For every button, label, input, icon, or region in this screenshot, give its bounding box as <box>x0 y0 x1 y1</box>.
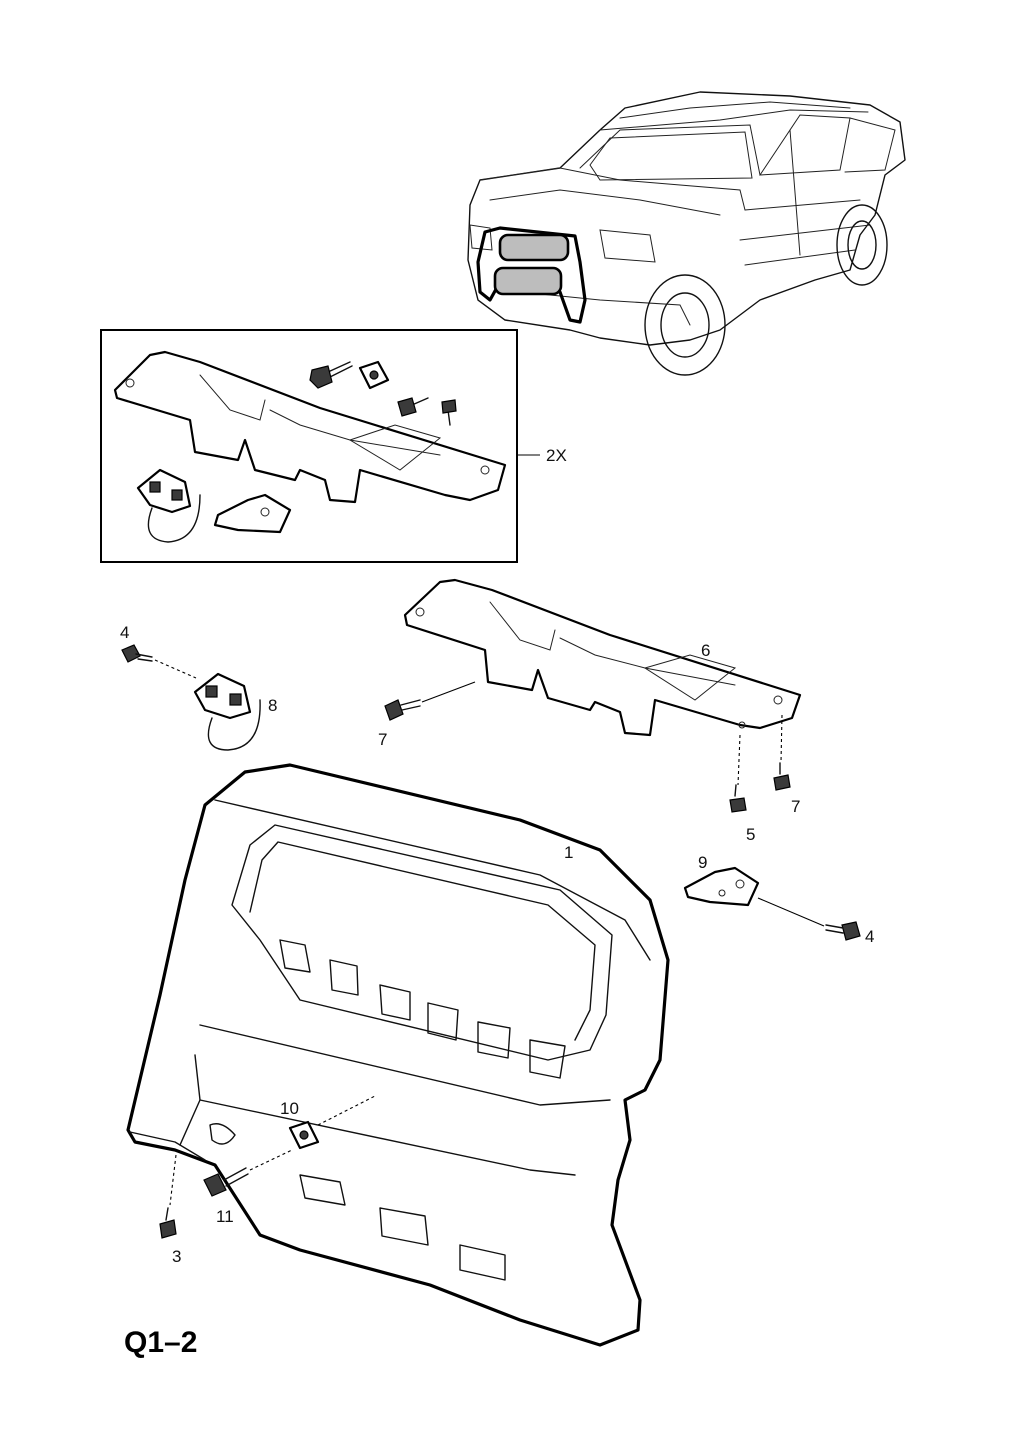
bolt-5 <box>729 784 747 813</box>
leader-11 <box>249 1149 293 1171</box>
callout-1: 1 <box>564 843 573 862</box>
callout-7-left: 7 <box>378 730 387 749</box>
bull-bar-1 <box>126 763 670 1347</box>
callout-6: 6 <box>701 641 710 660</box>
bracket-8 <box>193 672 261 751</box>
leader-4-right <box>757 897 825 927</box>
kit-bracket-right <box>213 493 292 534</box>
bolt-11 <box>203 1167 249 1197</box>
bracket-9 <box>683 866 760 907</box>
leader-10 <box>317 1095 376 1126</box>
bolt-3 <box>159 1207 177 1239</box>
callout-11: 11 <box>216 1207 234 1226</box>
callout-5: 5 <box>746 825 755 844</box>
leader-3 <box>169 1154 177 1206</box>
callout-3: 3 <box>172 1247 181 1266</box>
callout-7-right: 7 <box>791 797 800 816</box>
callout-4-right: 4 <box>865 927 874 946</box>
kit-bolt-medium <box>397 397 429 417</box>
kit-bracket-left <box>136 468 201 543</box>
kit-bolt-small <box>441 399 457 426</box>
bolt-4-right <box>825 921 861 941</box>
bolt-7-left <box>384 699 421 721</box>
nut-10 <box>288 1120 320 1150</box>
leader-5 <box>737 734 741 786</box>
callout-10: 10 <box>280 1099 299 1118</box>
kit-bolt-large <box>309 361 353 389</box>
vehicle-illustration <box>467 91 906 376</box>
callout-9: 9 <box>698 853 707 872</box>
callout-4-upper: 4 <box>120 623 129 642</box>
callout-2x: 2X <box>546 446 567 465</box>
kit-box <box>100 329 518 563</box>
leader-7-right <box>780 714 783 763</box>
callout-8: 8 <box>268 696 277 715</box>
leader-7-left <box>421 681 476 703</box>
upper-slots <box>279 939 566 1079</box>
mounting-plate-6 <box>403 578 802 737</box>
kit-nut <box>358 360 390 390</box>
lower-slots <box>299 1174 506 1281</box>
bolt-4-upper <box>121 644 153 663</box>
leader-4-upper <box>154 659 197 679</box>
page-id: Q1–2 <box>124 1326 197 1359</box>
bolt-7-right <box>773 762 791 791</box>
kit-mounting-plate <box>113 350 507 504</box>
